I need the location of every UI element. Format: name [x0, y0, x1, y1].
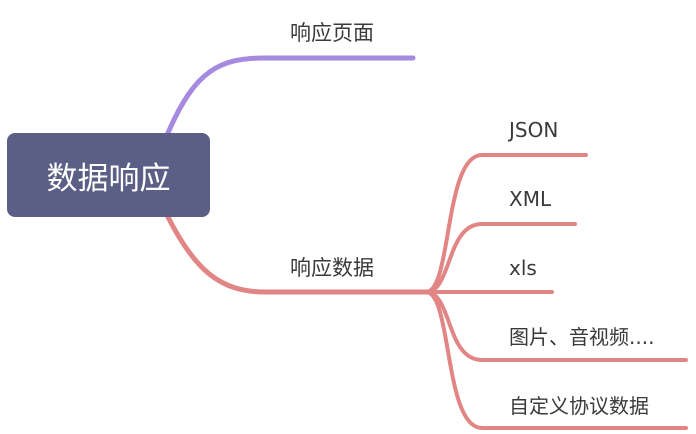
link-root-to-response-data [165, 214, 433, 295]
root-node[interactable]: 数据响应 [7, 133, 210, 217]
branch-response-page[interactable]: 响应页面 [290, 21, 374, 45]
link-data-to-json [424, 153, 588, 294]
branch-response-data[interactable]: 响应数据 [290, 256, 374, 280]
leaf-media[interactable]: 图片、音视频.... [509, 325, 655, 349]
link-root-to-response-page [165, 55, 416, 136]
link-data-to-xml [424, 222, 577, 294]
link-data-to-custom-protocol [424, 290, 688, 430]
root-label: 数据响应 [46, 160, 171, 197]
leaf-custom-protocol[interactable]: 自定义协议数据 [509, 394, 649, 418]
leaf-xls[interactable]: xls [509, 256, 537, 280]
leaf-json[interactable]: JSON [509, 118, 559, 142]
leaf-xml[interactable]: XML [509, 187, 552, 211]
